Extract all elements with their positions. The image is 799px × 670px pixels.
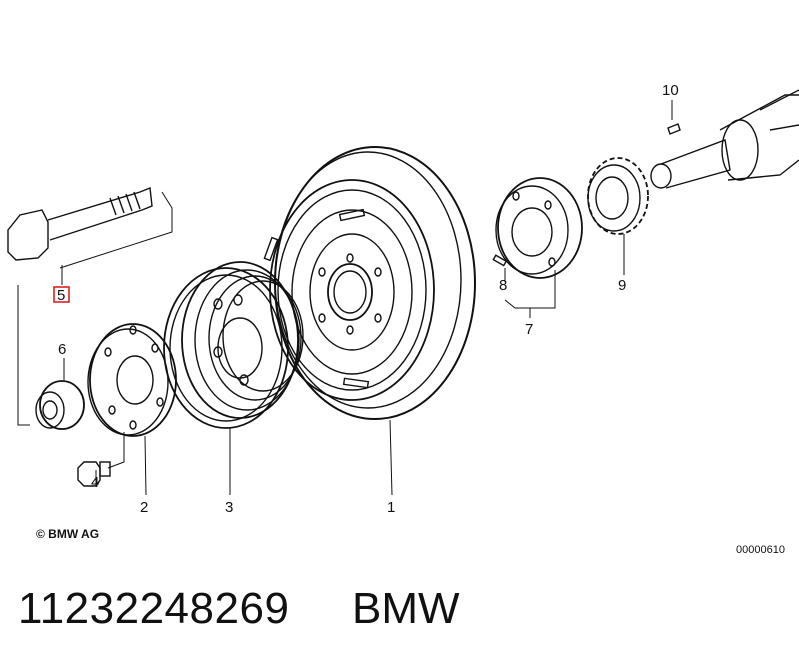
woodruff-key-part bbox=[667, 123, 681, 135]
hub-flange-part bbox=[495, 177, 583, 279]
callout-4[interactable]: 4 bbox=[91, 474, 99, 491]
drawing-number: 00000610 bbox=[736, 544, 785, 556]
vibration-damper-part bbox=[263, 146, 476, 420]
callout-5[interactable]: 5 bbox=[57, 287, 65, 304]
callout-9[interactable]: 9 bbox=[618, 277, 626, 294]
leader-lines bbox=[61, 100, 673, 496]
callout-8[interactable]: 8 bbox=[499, 277, 507, 294]
crankshaft-part bbox=[650, 89, 799, 189]
callout-3[interactable]: 3 bbox=[225, 499, 233, 516]
callout-10[interactable]: 10 bbox=[662, 82, 679, 99]
small-bolt-part bbox=[77, 461, 111, 487]
sprocket-part bbox=[587, 157, 649, 235]
callout-6[interactable]: 6 bbox=[58, 341, 66, 358]
callout-2[interactable]: 2 bbox=[140, 499, 148, 516]
callout-7[interactable]: 7 bbox=[525, 321, 533, 338]
collar-nut-part bbox=[35, 380, 85, 430]
brand-label: BMW bbox=[352, 584, 460, 633]
callout-5-highlight bbox=[53, 286, 70, 303]
callout-1[interactable]: 1 bbox=[387, 499, 395, 516]
long-bolt-part bbox=[7, 187, 153, 261]
pin-part bbox=[492, 254, 508, 267]
copyright-label: © BMW AG bbox=[36, 527, 99, 541]
washer-plate-part bbox=[87, 323, 177, 437]
belt-pulley-part bbox=[163, 261, 304, 429]
parts-diagram: 1 2 3 4 5 6 7 8 9 10 © BMW AG 00000610 bbox=[7, 82, 799, 556]
part-number: 11232248269 bbox=[18, 584, 290, 633]
